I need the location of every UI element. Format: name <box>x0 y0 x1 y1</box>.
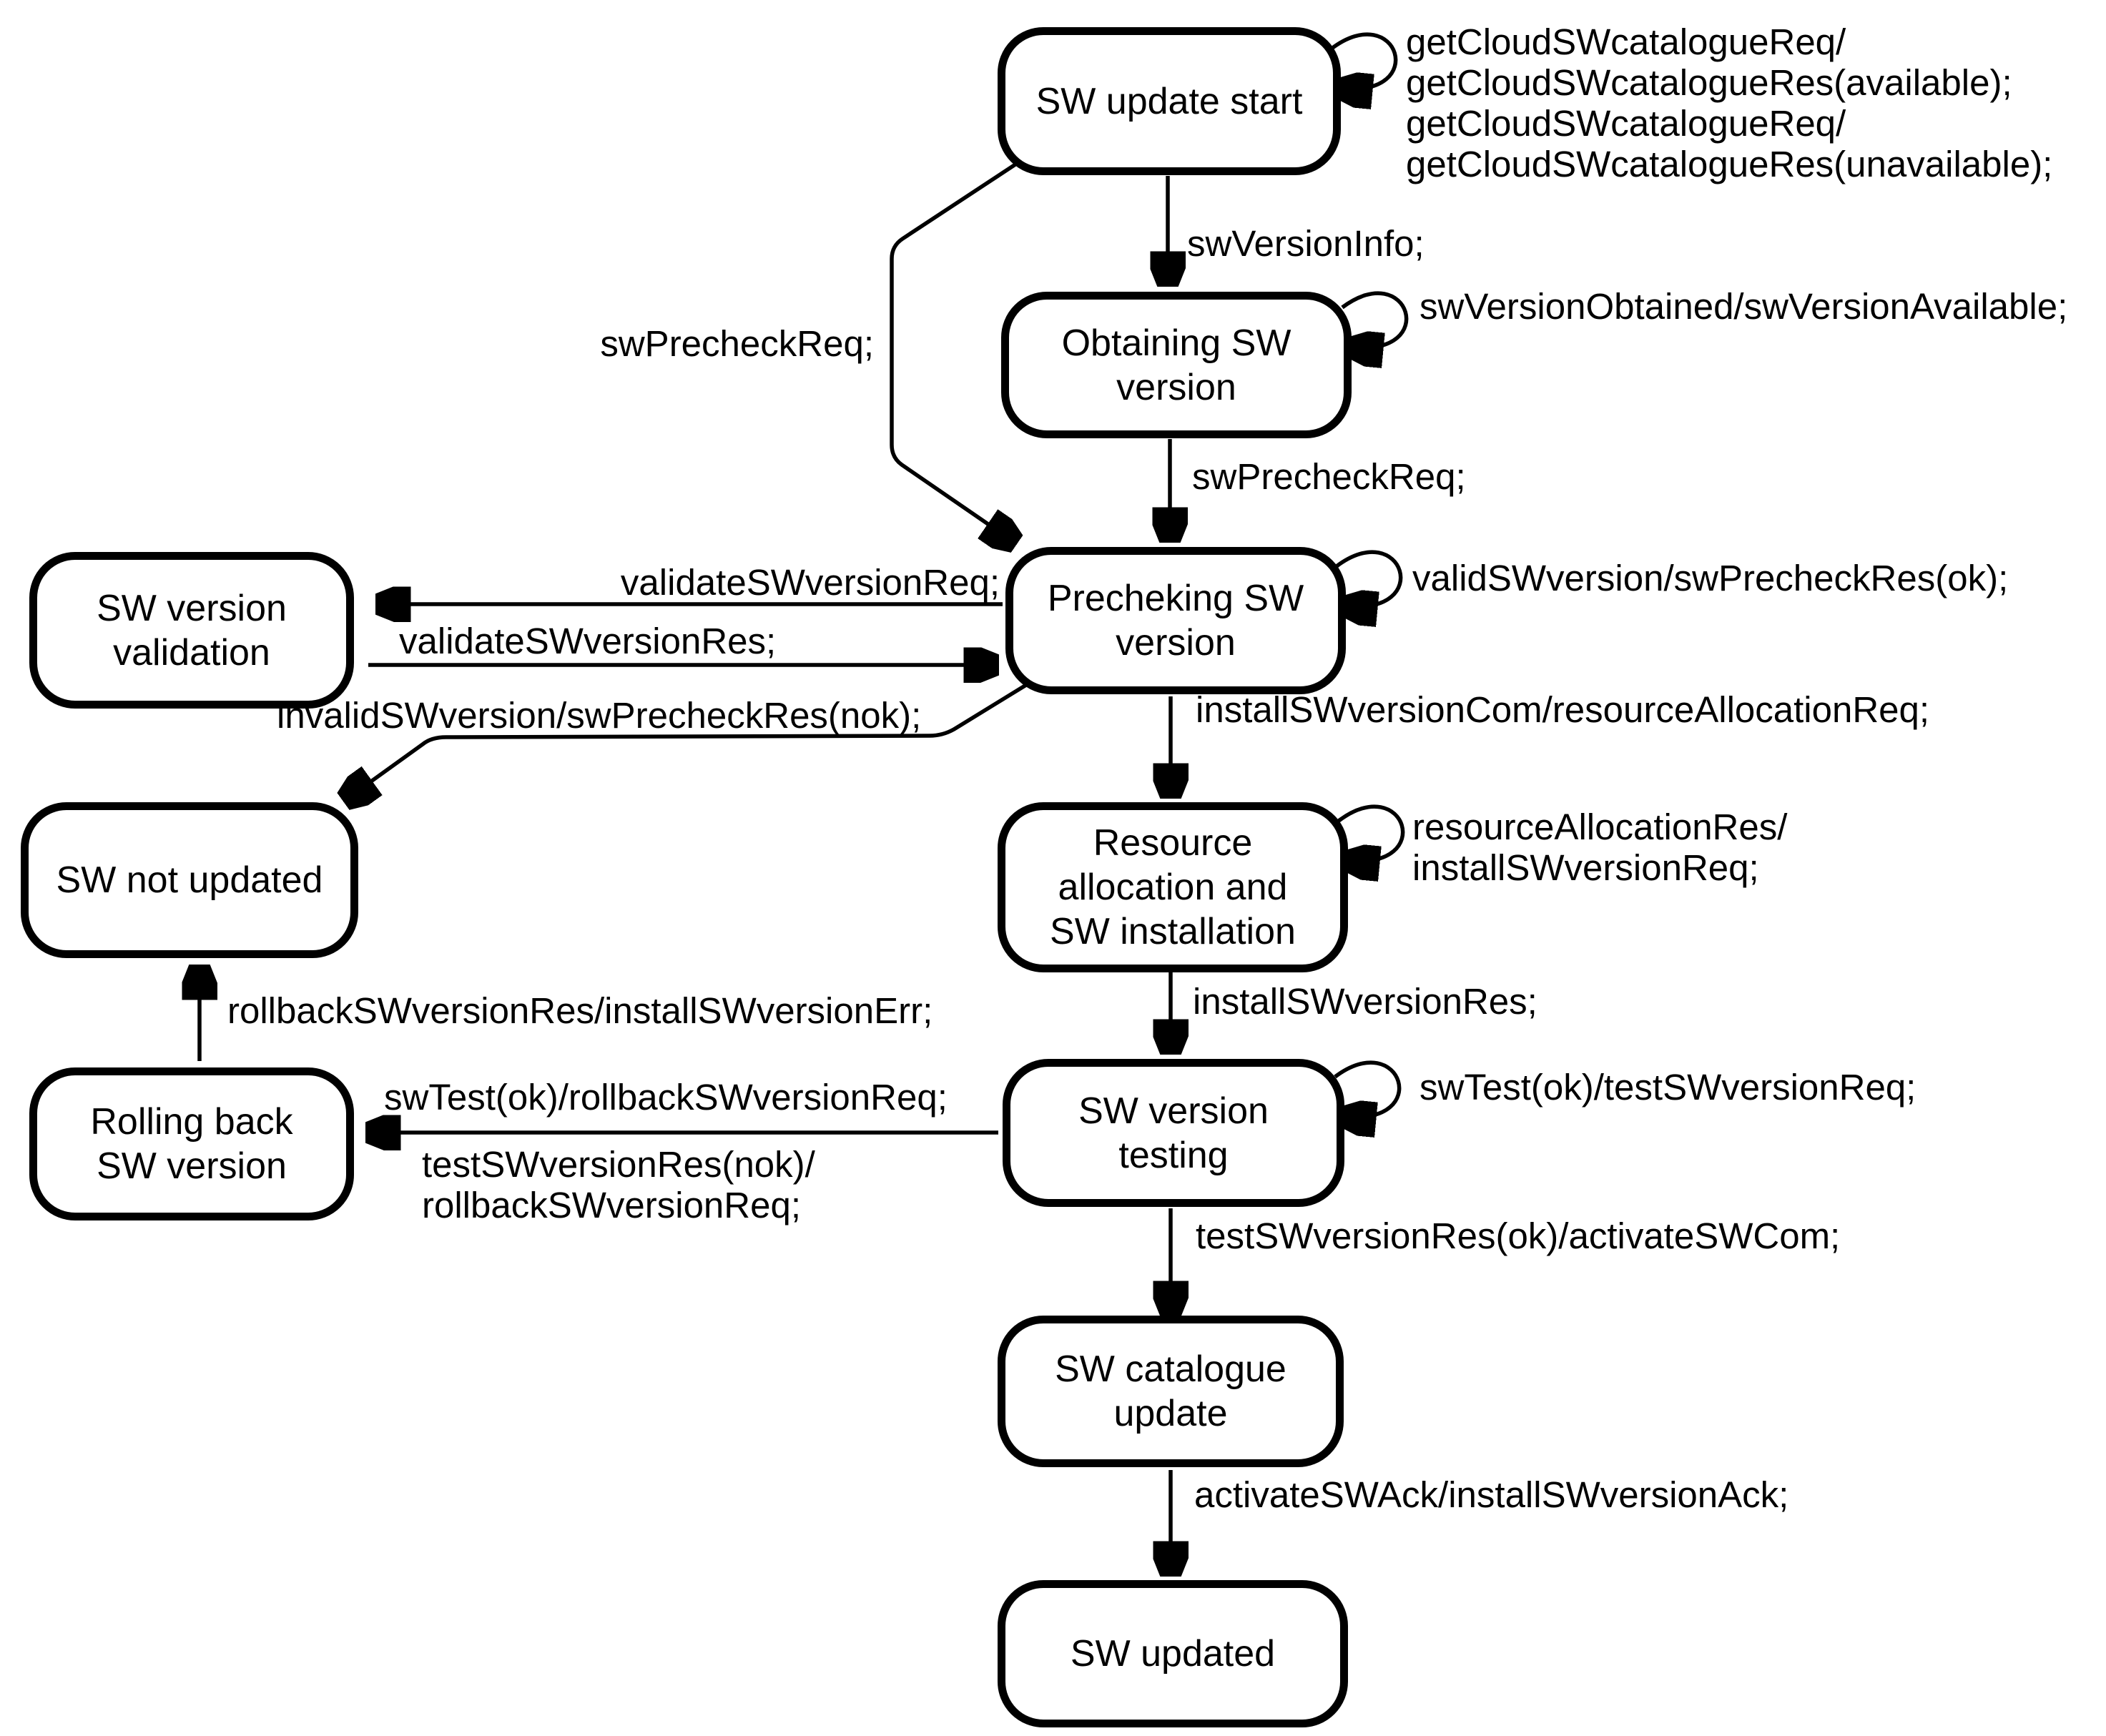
transition-self-loop-sw-version-testing <box>1334 1060 1402 1118</box>
edge-label-sw-precheck-req: swPrecheckReq; <box>1192 456 1466 497</box>
edge-label-valid-sw-version: validSWversion/swPrecheckRes(ok); <box>1412 558 2009 598</box>
state-sw-version-testing: SW version testing <box>1003 1059 1344 1207</box>
state-label: Obtaining SW version <box>1061 322 1291 408</box>
transition-sw-update-start-to-precheking <box>890 157 1024 542</box>
edge-label-sw-test-ok-test-req: swTest(ok)/testSWversionReq; <box>1419 1067 1916 1108</box>
transition-self-loop-precheking-sw-version <box>1335 550 1403 607</box>
state-rolling-back-sw-version: Rolling back SW version <box>29 1067 354 1220</box>
edge-label-rollback-sw-version-res: rollbackSWversionRes/installSWversionErr… <box>227 990 933 1031</box>
edge-label-invalid-sw-version: invalidSWversion/swPrecheckRes(nok); <box>277 695 922 736</box>
state-sw-update-start: SW update start <box>998 27 1341 175</box>
edge-label-validate-sw-version-res: validateSWversionRes; <box>399 621 777 661</box>
edge-label-sw-version-obtained: swVersionObtained/swVersionAvailable; <box>1419 286 2068 327</box>
edge-label-sw-version-info: swVersionInfo; <box>1187 223 1424 264</box>
state-label: Resource allocation and SW installation <box>1050 822 1296 952</box>
edge-label-resource-allocation-res: resourceAllocationRes/ installSWversionR… <box>1412 807 1788 888</box>
state-label: SW version testing <box>1078 1090 1269 1176</box>
edge-label-test-sw-version-res-nok: testSWversionRes(nok)/ rollbackSWversion… <box>422 1144 815 1225</box>
state-sw-not-updated: SW not updated <box>21 802 358 958</box>
transition-self-loop-sw-update-start <box>1330 32 1398 89</box>
edge-label-sw-precheck-req-bypass: swPrecheckReq; <box>600 323 874 364</box>
edge-label-activate-sw-ack: activateSWAck/installSWversionAck; <box>1194 1474 1789 1515</box>
state-obtaining-sw-version: Obtaining SW version <box>1001 292 1352 438</box>
transition-precheking-to-sw-not-updated <box>346 677 1037 799</box>
state-label: Rolling back SW version <box>90 1101 293 1187</box>
edge-label-install-sw-version-com: installSWversionCom/resourceAllocationRe… <box>1196 689 1930 730</box>
edge-label-sw-test-ok-rollback-req: swTest(ok)/rollbackSWversionReq; <box>384 1077 948 1118</box>
state-label: SW version validation <box>97 587 287 674</box>
state-sw-catalogue-update: SW catalogue update <box>998 1316 1344 1467</box>
state-label: SW catalogue update <box>1055 1348 1286 1434</box>
state-precheking-sw-version: Precheking SW version <box>1005 547 1346 694</box>
state-resource-allocation-and-sw-installation: Resource allocation and SW installation <box>998 802 1348 972</box>
state-label: SW not updated <box>56 859 323 901</box>
transition-self-loop-obtaining-sw-version <box>1341 291 1409 348</box>
edge-label-test-sw-version-res-ok: testSWversionRes(ok)/activateSWCom; <box>1196 1215 1841 1256</box>
transition-self-loop-resource-allocation <box>1337 804 1405 862</box>
state-label: SW updated <box>1070 1633 1276 1675</box>
edge-label-validate-sw-version-req: validateSWversionReq; <box>620 562 1000 603</box>
edge-label-get-cloud-sw-catalogue: getCloudSWcatalogueReq/ getCloudSWcatalo… <box>1406 21 2053 184</box>
edge-label-install-sw-version-res: installSWversionRes; <box>1193 981 1537 1022</box>
state-sw-updated: SW updated <box>998 1580 1348 1727</box>
state-label: SW update start <box>1035 80 1303 122</box>
state-sw-version-validation: SW version validation <box>29 552 354 709</box>
state-label: Precheking SW version <box>1047 578 1304 664</box>
